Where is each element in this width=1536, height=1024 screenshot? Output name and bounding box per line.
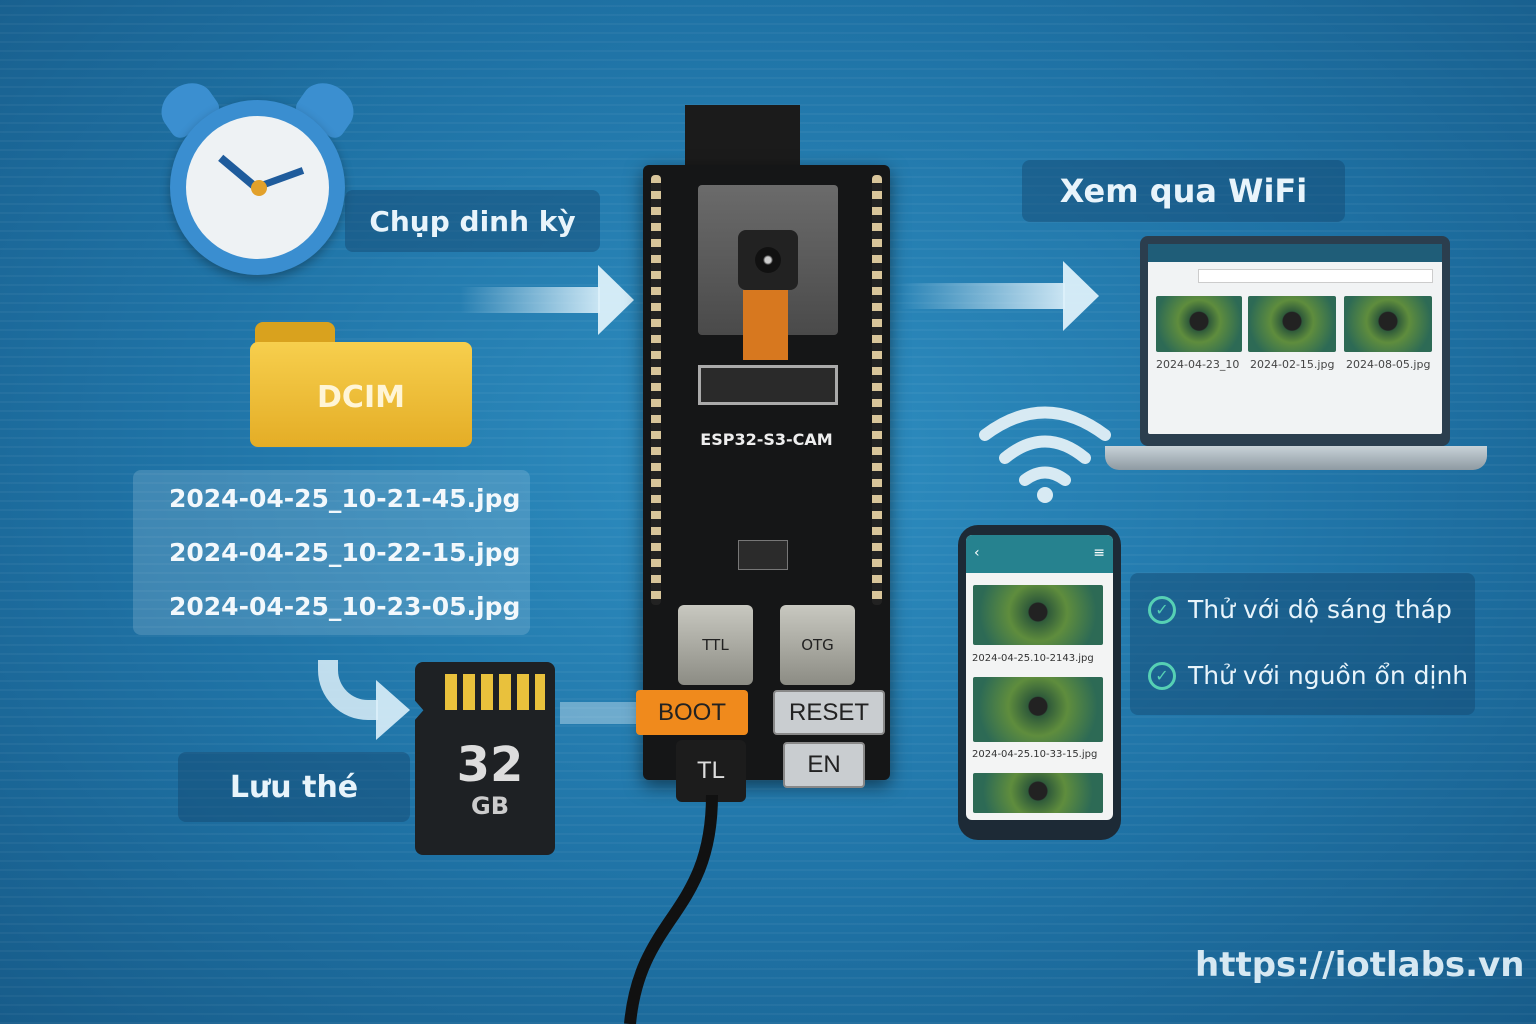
board-name: ESP32-S3-CAM	[700, 430, 833, 449]
sd-capacity: 32	[456, 737, 524, 793]
thumbnail	[973, 585, 1103, 645]
folder-name: DCIM	[317, 380, 405, 415]
thumbnail	[973, 677, 1103, 742]
arrow-to-board	[460, 265, 634, 335]
phone-app-bar: ‹≡	[966, 535, 1113, 573]
website-url[interactable]: https://iotlabs.vn	[1195, 945, 1525, 985]
link-bar	[560, 702, 640, 724]
thumb-caption: 2024-08-05.jpg	[1346, 358, 1431, 371]
camera-module-top	[685, 105, 800, 170]
check-icon: ✓	[1148, 595, 1176, 624]
thumb-caption: 2024-04-25.10-2143.jpg	[972, 653, 1094, 664]
sd-unit: GB	[471, 792, 509, 820]
usb-cable-plug: TL	[676, 740, 746, 802]
arrow-head	[376, 680, 410, 740]
save-label: Lưu thé	[178, 752, 410, 822]
file-list: 2024-04-25_10-21-45.jpg 2024-04-25_10-22…	[133, 470, 530, 635]
thumb-caption: 2024-04-23_10	[1156, 358, 1240, 371]
en-button[interactable]: EN	[783, 742, 865, 788]
boot-button[interactable]: BOOT	[636, 690, 748, 735]
file-item: 2024-04-25_10-21-45.jpg	[169, 484, 521, 513]
ttl-port: TTL	[678, 605, 753, 685]
checklist-item: ✓Thử với nguồn ổn dịnh	[1148, 661, 1468, 690]
checklist: ✓Thử với dộ sáng tháp ✓Thử với nguồn ổn …	[1130, 573, 1475, 715]
folder-icon: DCIM	[250, 322, 472, 447]
thumb-caption: 2024-04-25.10-33-15.jpg	[972, 749, 1098, 760]
reset-button[interactable]: RESET	[773, 690, 885, 735]
arrow-to-laptop	[900, 261, 1099, 331]
menu-icon[interactable]: ≡	[1093, 545, 1105, 561]
laptop-base	[1105, 446, 1487, 470]
thumbnail	[1344, 296, 1432, 352]
address-bar[interactable]	[1198, 269, 1433, 283]
esp32-board: ESP32-S3-CAM TTL OTG	[643, 165, 890, 780]
back-icon[interactable]: ‹	[974, 545, 980, 561]
wifi-icon	[979, 406, 1111, 503]
laptop: 2024-04-23_10 2024-02-15.jpg 2024-08-05.…	[1140, 236, 1450, 446]
sd-card: 32 GB	[415, 662, 555, 855]
thumbnail	[973, 773, 1103, 813]
alarm-clock-icon	[152, 73, 363, 275]
capture-label: Chụp dinh kỳ	[345, 190, 600, 252]
thumbnail	[1156, 296, 1242, 352]
usb-cable	[624, 795, 718, 1024]
wifi-label: Xem qua WiFi	[1022, 160, 1345, 222]
thumbnail	[1248, 296, 1336, 352]
checklist-item: ✓Thử với dộ sáng tháp	[1148, 595, 1452, 624]
otg-port: OTG	[780, 605, 855, 685]
check-icon: ✓	[1148, 661, 1176, 690]
file-item: 2024-04-25_10-23-05.jpg	[169, 592, 521, 621]
phone: ‹≡ 2024-04-25.10-2143.jpg 2024-04-25.10-…	[958, 525, 1121, 840]
thumb-caption: 2024-02-15.jpg	[1250, 358, 1335, 371]
file-item: 2024-04-25_10-22-15.jpg	[169, 538, 521, 567]
